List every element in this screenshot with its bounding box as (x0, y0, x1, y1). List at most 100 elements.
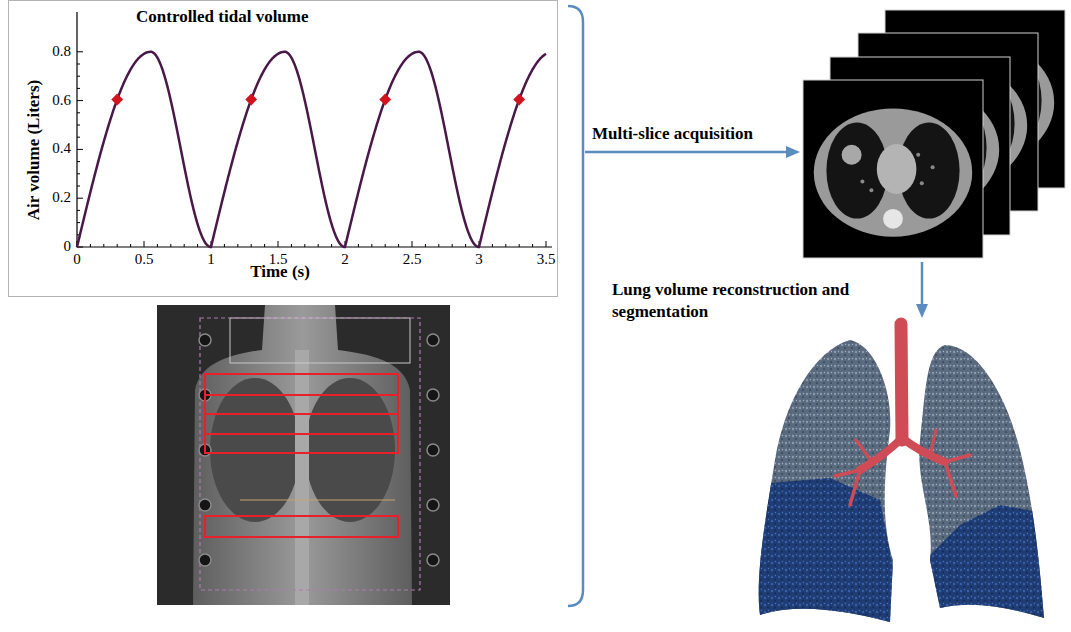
tidal-volume-plot-part (117, 244, 118, 247)
tidal-volume-plot-part (77, 186, 80, 187)
tidal-volume-plot-part (197, 244, 198, 247)
scout-image-part (200, 318, 420, 590)
tidal-volume-plot-part (264, 244, 265, 247)
scout-image-part (230, 318, 410, 363)
tidal-volume-plot-part (77, 64, 80, 65)
tick-label: 1 (207, 251, 215, 268)
tick-label: 0 (73, 251, 81, 268)
ct-slice (803, 80, 983, 258)
ct-slice-part (860, 179, 864, 183)
airway-tree-part (945, 462, 956, 496)
flow-arrows-part (921, 262, 924, 308)
tidal-volume-plot (77, 12, 552, 247)
ct-slice-part (842, 145, 862, 165)
tidal-volume-plot-part (532, 244, 533, 247)
flow-arrows-part (308, 262, 922, 263)
chart-title: Controlled tidal volume (136, 7, 309, 27)
flow-arrows-part (585, 151, 790, 154)
step-label: Multi-slice acquisition (592, 124, 753, 144)
ct-slice-stack (803, 10, 1065, 258)
scan-range-box-part (205, 374, 398, 395)
scout-image-part-part (427, 499, 439, 511)
tidal-volume-plot-part (77, 137, 80, 138)
tidal-volume-plot-part (77, 88, 80, 89)
lung-render-part-part (910, 330, 1060, 630)
tick-label: 2.5 (403, 251, 422, 268)
tidal-volume-plot-part (519, 244, 520, 247)
scout-image-part-part (427, 389, 439, 401)
tidal-volume-plot-part (412, 241, 413, 247)
scout-image-part (157, 305, 450, 605)
scout-image (157, 305, 450, 605)
tidal-volume-plot-part (77, 173, 80, 174)
tick-label: 0.4 (52, 141, 71, 158)
tidal-volume-plot-part (90, 244, 91, 247)
tidal-volume-plot-part (184, 244, 185, 247)
tidal-volume-plot-part (358, 244, 359, 247)
tidal-volume-plot-part (170, 244, 171, 247)
step-label: Lung volume reconstruction and segmentat… (612, 279, 907, 323)
ct-slice-part (877, 144, 917, 194)
tidal-volume-plot-part (130, 244, 131, 247)
scout-image-part-part (199, 334, 211, 346)
ct-slice-part (931, 165, 935, 169)
tick-label: 3.5 (537, 251, 556, 268)
marker-diamond (513, 94, 525, 106)
tick-label: 0 (64, 238, 72, 255)
ct-slice-part (920, 181, 924, 185)
tidal-volume-plot-part (77, 125, 80, 126)
tidal-volume-plot-part (251, 244, 252, 247)
tidal-volume-plot-part (304, 244, 305, 247)
tidal-volume-plot-part (77, 198, 83, 199)
tidal-volume-plot-part (371, 244, 372, 247)
tidal-volume-plot-part (398, 244, 399, 247)
volume-curve (77, 52, 546, 247)
scan-range-box-part (205, 414, 398, 434)
tidal-volume-plot-part (546, 241, 547, 247)
flow-arrows-part (568, 6, 583, 606)
airway-tree (835, 324, 970, 505)
tidal-volume-plot-part (77, 161, 80, 162)
tidal-volume-plot-part (438, 244, 439, 247)
lung-render (740, 324, 1060, 630)
scan-range-box-part (205, 395, 398, 414)
tidal-volume-plot-part (77, 100, 83, 101)
tick-label: 0.6 (52, 92, 71, 109)
scout-image-part-part (199, 499, 211, 511)
tidal-volume-plot-part (157, 244, 158, 247)
tidal-volume-plot-part (278, 241, 279, 247)
airway-tree-part (902, 438, 945, 462)
tidal-volume-plot-part (465, 244, 466, 247)
tick-label: 0.8 (52, 43, 71, 60)
tidal-volume-plot-part (492, 244, 493, 247)
scout-image-part (199, 334, 439, 566)
tick-label: 1.5 (269, 251, 288, 268)
airway-tree-part (850, 470, 860, 505)
tidal-volume-plot-part (77, 112, 80, 113)
tidal-volume-plot-part (505, 244, 506, 247)
flow-arrows-part (916, 304, 928, 318)
scout-image-part (240, 500, 395, 501)
scout-image-part (295, 350, 309, 605)
lung-render-part-part (740, 330, 910, 630)
tick-label: 2 (341, 251, 349, 268)
lung-render-part-part (925, 505, 1055, 630)
airway-tree-part (901, 324, 902, 440)
tidal-volume-plot-part (385, 244, 386, 247)
tidal-volume-plot-part (318, 244, 319, 247)
lung-render-part-part (745, 478, 905, 630)
ct-slice-part (869, 188, 873, 192)
tidal-volume-plot-part (144, 241, 145, 247)
tick-label: 3 (475, 251, 483, 268)
tidal-volume-plot-part (291, 244, 292, 247)
tick-label: 0.2 (52, 190, 71, 207)
tidal-volume-plot-part (77, 51, 83, 52)
airway-tree-part (835, 470, 860, 476)
tidal-volume-plot-part (77, 149, 83, 150)
ct-slice-part (803, 80, 983, 258)
scan-range-box-part (205, 434, 398, 453)
scout-image-part-part (427, 444, 439, 456)
tidal-volume-plot-part (224, 244, 225, 247)
airway-tree-part (930, 430, 936, 455)
scout-image-part-part (199, 554, 211, 566)
